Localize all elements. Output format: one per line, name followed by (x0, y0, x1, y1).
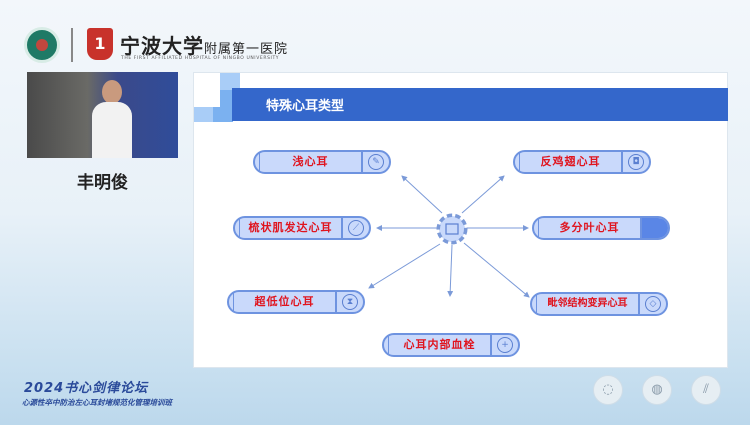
arrow (461, 175, 505, 214)
university-name: 宁波大学 (120, 34, 204, 58)
type-item-ultra-low: 超低位心耳 ⧗ (227, 290, 365, 314)
speaker-figure (92, 80, 132, 158)
item-label: 超低位心耳 (233, 292, 337, 312)
hospital-english-name: THE FIRST AFFILIATED HOSPITAL OF NINGBO … (121, 56, 280, 61)
item-label: 多分叶心耳 (538, 218, 642, 238)
hourglass-icon: ⧗ (342, 294, 358, 310)
gear-icon (436, 213, 468, 245)
forum-subtitle: 心源性卒中防治左心耳封堵规范化管理培训班 (22, 398, 172, 407)
logo-divider (71, 28, 73, 62)
item-label: 梳状肌发达心耳 (239, 218, 343, 238)
plus-icon: + (497, 337, 513, 353)
item-label: 浅心耳 (259, 152, 363, 172)
speaker-name: 丰明俊 (77, 173, 128, 193)
item-label: 反鸡翅心耳 (519, 152, 623, 172)
hospital-name: 宁波大学附属第一医院 (120, 30, 288, 59)
speaker-video (27, 72, 178, 158)
presentation-slide: 特殊心耳类型 浅心耳 ✎ 反鸡翅心耳 ◘ 梳状肌发达心耳 ⟋ 多分叶心耳 超低位心耳 ⧗… (193, 72, 728, 368)
forum-title: 2024书心剑律论坛 (24, 381, 149, 396)
slide-title-bar (232, 88, 728, 121)
diamond-icon: ◇ (645, 296, 661, 312)
type-item-adjacent-variant: 毗邻结构变异心耳 ◇ (530, 292, 668, 316)
camera-icon: ◘ (628, 154, 644, 170)
type-item-shallow: 浅心耳 ✎ (253, 150, 391, 174)
arrow (463, 242, 530, 298)
arrow (368, 243, 441, 289)
item-label: 心耳内部血栓 (388, 335, 492, 355)
pen-icon: ✎ (368, 154, 384, 170)
type-item-thrombus: 心耳内部血栓 + (382, 333, 520, 357)
occluder-image-icon: ◍ (642, 375, 672, 405)
tab-marker (642, 218, 668, 238)
hospital-sub-name: 附属第一医院 (204, 42, 289, 57)
wrench-icon: ⟋ (348, 220, 364, 236)
device-image-icon: ◌ (593, 375, 623, 405)
diagram-arrows (368, 175, 530, 298)
hospital-logo: 1 (87, 28, 113, 60)
slide-title: 特殊心耳类型 (266, 99, 345, 114)
arrow (401, 175, 443, 214)
item-label: 毗邻结构变异心耳 (536, 294, 640, 314)
society-logo (24, 27, 60, 63)
type-item-multilobe: 多分叶心耳 (532, 216, 670, 240)
catheter-image-icon: ⫽ (691, 375, 721, 405)
arrow (447, 244, 454, 297)
type-item-pectinate-muscle: 梳状肌发达心耳 ⟋ (233, 216, 371, 240)
type-item-reverse-chicken-wing: 反鸡翅心耳 ◘ (513, 150, 651, 174)
